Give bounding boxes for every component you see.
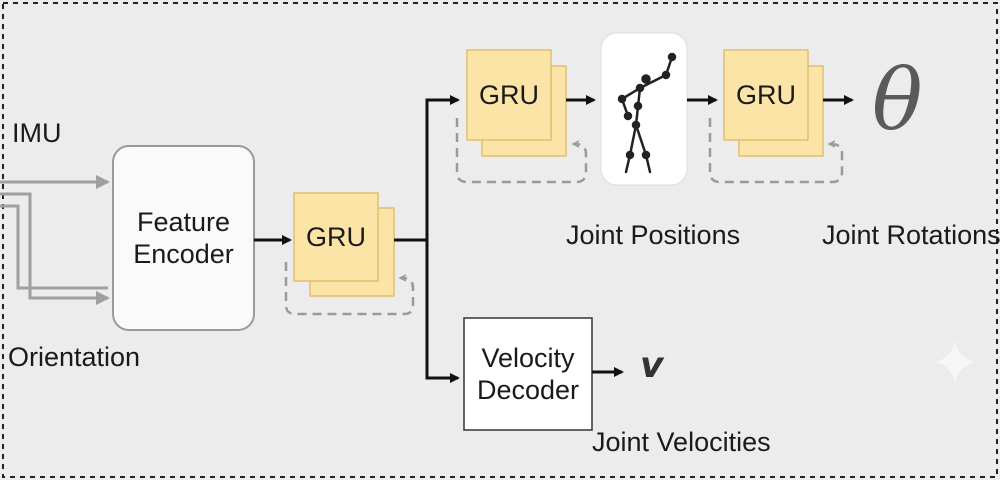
- sparkle-icon: [935, 340, 975, 384]
- input-label-orientation: Orientation: [8, 342, 141, 372]
- gru-main-recurrence: [284, 262, 415, 316]
- gru-rotations-label: GRU: [736, 79, 796, 110]
- output-label-positions: Joint Positions: [566, 220, 741, 250]
- gru-positions-stack: [455, 49, 588, 184]
- input-label-imu: IMU: [12, 118, 62, 148]
- gru-rotations-stack: [708, 49, 844, 184]
- feature-encoder-line1: Feature: [136, 206, 231, 237]
- output-label-velocities: Joint Velocities: [592, 427, 771, 457]
- gru-positions-recurrence: [455, 118, 588, 184]
- velocity-symbol: v: [640, 345, 664, 386]
- velocity-decoder-line1: Velocity: [481, 342, 575, 373]
- velocity-decoder-line2: Decoder: [476, 375, 580, 405]
- branch-line: [394, 95, 460, 242]
- gru-main-label: GRU: [306, 221, 366, 252]
- gru-rotations-recurrence: [708, 118, 844, 184]
- skeleton-figure: [617, 52, 677, 174]
- feature-encoder-box: [112, 145, 255, 331]
- feature-encoder-label: Feature Encoder: [113, 146, 254, 330]
- input-arrows: [0, 175, 110, 305]
- velocity-decoder-label: Velocity Decoder: [464, 318, 592, 430]
- feature-encoder-line2: Encoder: [133, 239, 234, 269]
- velocity-decoder-box: [463, 317, 593, 431]
- gru-main-stack: [284, 192, 415, 316]
- theta-symbol: θ: [872, 51, 923, 149]
- gru-positions-label: GRU: [479, 79, 539, 110]
- branch-line-down: [425, 240, 460, 383]
- output-label-rotations: Joint Rotations: [822, 220, 1000, 250]
